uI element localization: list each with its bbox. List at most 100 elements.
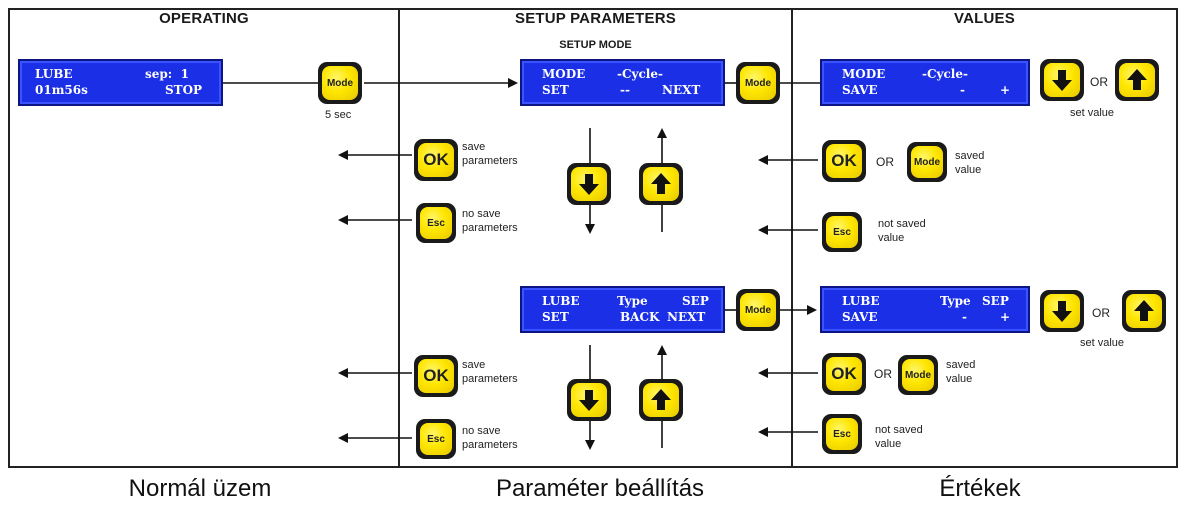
up-button-values[interactable] — [1115, 59, 1159, 101]
esc-button-notsaved-2[interactable]: Esc — [822, 414, 862, 454]
label-line: save — [462, 141, 486, 153]
ok-button-label: OK — [418, 143, 454, 177]
down-button-setup-2[interactable] — [567, 379, 611, 421]
arrow-up-icon — [643, 383, 679, 417]
lcd-text: LUBE — [842, 294, 880, 308]
lcd-text: NEXT — [667, 310, 706, 324]
label-line: value — [875, 438, 902, 450]
esc-button-nosave-1[interactable]: Esc — [416, 203, 456, 243]
save-parameters-label: save parameters — [462, 358, 518, 386]
or-label: OR — [1092, 306, 1110, 320]
set-value-label: set value — [1080, 337, 1125, 349]
setup-parameters-heading: SETUP PARAMETERS — [514, 10, 676, 27]
lcd-text: SET — [542, 83, 569, 97]
saved-value-label: saved value — [955, 149, 984, 177]
lcd-setup-mode-display: MODE -Cycle- SET -- NEXT — [520, 59, 725, 106]
set-value-label: set value — [1070, 107, 1115, 119]
arrow-up-icon — [1126, 294, 1162, 328]
lcd-text: sep: 1 — [145, 67, 189, 81]
not-saved-value-label: not saved value — [878, 217, 926, 245]
mode-button-saved-2[interactable]: Mode — [898, 355, 938, 395]
lcd-text: SEP — [982, 294, 1009, 308]
mode-button-operating[interactable]: Mode — [318, 62, 362, 104]
lcd-text: MODE — [542, 67, 586, 81]
lcd-values-display: MODE -Cycle- SAVE - + — [820, 59, 1030, 106]
down-button-values[interactable] — [1040, 59, 1084, 101]
lcd-setup-type-display: LUBE Type SEP SET BACK NEXT — [520, 286, 725, 333]
arrow-up-icon — [1119, 63, 1155, 97]
esc-button-label: Esc — [826, 216, 858, 248]
label-line: saved — [946, 359, 976, 371]
diagram-frame — [8, 8, 1178, 468]
caption-values: Értékek — [939, 475, 1021, 502]
lcd-text: Type — [940, 294, 971, 308]
or-label: OR — [1090, 75, 1108, 89]
mode-button-setup[interactable]: Mode — [736, 62, 780, 104]
label-line: parameters — [462, 439, 518, 451]
lcd-text: 01m56s — [35, 83, 88, 97]
arrow-down-icon — [571, 383, 607, 417]
ok-button-saved-1[interactable]: OK — [822, 140, 866, 182]
mode-button-setup-2[interactable]: Mode — [736, 289, 780, 331]
mode-button-saved-1[interactable]: Mode — [907, 142, 947, 182]
lcd-operating-display: LUBE sep: 1 01m56s STOP — [18, 59, 223, 106]
ok-button-label: OK — [826, 357, 862, 391]
ok-button-saved-2[interactable]: OK — [822, 353, 866, 395]
lcd-text: -- — [620, 83, 630, 97]
ok-button-save-2[interactable]: OK — [414, 355, 458, 397]
not-saved-value-label: not saved value — [875, 423, 923, 451]
operating-heading: OPERATING — [159, 10, 249, 27]
down-button-values-2[interactable] — [1040, 290, 1084, 332]
arrow-down-icon — [571, 167, 607, 201]
esc-button-nosave-2[interactable]: Esc — [416, 419, 456, 459]
label-line: parameters — [462, 373, 518, 385]
caption-normal-operation: Normál üzem — [128, 475, 272, 502]
lcd-text: SEP — [682, 294, 709, 308]
esc-button-label: Esc — [420, 423, 452, 455]
lcd-text: + — [1000, 310, 1011, 324]
ok-button-save-1[interactable]: OK — [414, 139, 458, 181]
lcd-text: + — [1000, 83, 1011, 97]
label-line: saved — [955, 150, 985, 162]
arrow-down-icon — [1044, 294, 1080, 328]
lcd-text: STOP — [165, 83, 203, 97]
label-line: value — [946, 373, 973, 385]
esc-button-label: Esc — [826, 418, 858, 450]
lcd-text: MODE — [842, 67, 886, 81]
five-sec-label: 5 sec — [325, 109, 352, 121]
up-button-setup-1[interactable] — [639, 163, 683, 205]
esc-button-notsaved-1[interactable]: Esc — [822, 212, 862, 252]
values-heading: VALUES — [954, 10, 1015, 27]
mode-button-label: Mode — [911, 146, 943, 178]
saved-value-label: saved value — [946, 358, 975, 386]
ok-button-label: OK — [418, 359, 454, 393]
caption-parameter-setup: Paraméter beállítás — [495, 475, 705, 502]
arrow-down-icon — [1044, 63, 1080, 97]
up-button-setup-2[interactable] — [639, 379, 683, 421]
lcd-text: SET — [542, 310, 569, 324]
or-label: OR — [874, 367, 892, 381]
mode-button-label: Mode — [322, 66, 358, 100]
no-save-parameters-label: no save parameters — [462, 424, 518, 452]
mode-button-label: Mode — [740, 293, 776, 327]
label-line: not saved — [878, 218, 926, 230]
up-button-values-2[interactable] — [1122, 290, 1166, 332]
lcd-values-type-display: LUBE Type SEP SAVE - + — [820, 286, 1030, 333]
down-button-setup-1[interactable] — [567, 163, 611, 205]
esc-button-label: Esc — [420, 207, 452, 239]
lcd-text: -Cycle- — [922, 67, 968, 81]
label-line: save — [462, 359, 486, 371]
mode-button-label: Mode — [740, 66, 776, 100]
label-line: not saved — [875, 424, 923, 436]
lcd-text: SAVE — [842, 83, 878, 97]
label-line: no save — [462, 425, 501, 437]
lcd-text: SAVE — [842, 310, 878, 324]
lcd-text: BACK — [620, 310, 660, 324]
no-save-parameters-label: no save parameters — [462, 207, 518, 235]
ok-button-label: OK — [826, 144, 862, 178]
label-line: no save — [462, 208, 501, 220]
label-line: value — [878, 232, 905, 244]
save-parameters-label: save parameters — [462, 140, 518, 168]
or-label: OR — [876, 155, 894, 169]
